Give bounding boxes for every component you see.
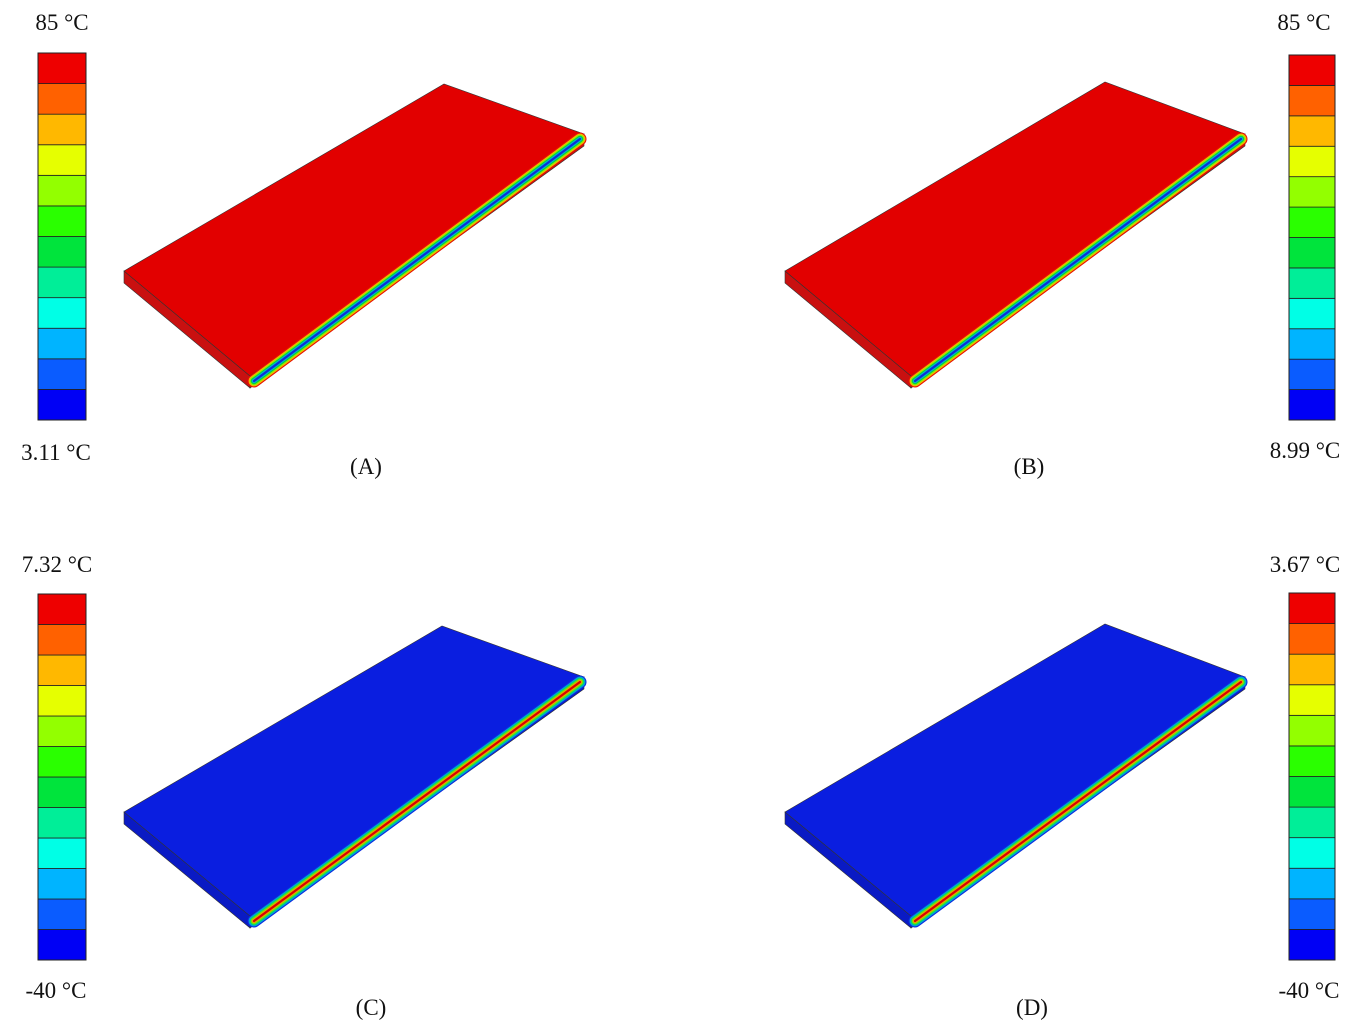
legend-swatch <box>37 174 87 207</box>
legend-frame <box>1288 54 1336 421</box>
legend-swatch <box>37 266 87 299</box>
legend-swatch <box>37 205 87 237</box>
legend-swatch <box>37 624 87 656</box>
panel-a: 85 °C 3.11 °C (A) <box>21 10 587 479</box>
channel-contour-band <box>913 680 1243 923</box>
legend-swatch <box>37 389 87 421</box>
legend-frame <box>1288 592 1336 961</box>
legend-swatch <box>37 715 87 747</box>
legend-swatch <box>37 358 87 390</box>
legend-swatch <box>1288 653 1336 686</box>
panel-b: 85 °C 8.99 °C (B) <box>784 10 1341 479</box>
legend-swatch <box>1288 115 1336 147</box>
legend-swatch <box>37 327 87 360</box>
legend-swatch <box>37 297 87 329</box>
legend-swatch <box>1288 623 1336 655</box>
legend-swatch <box>1288 267 1336 299</box>
panel-d: 3.67 °C -40 °C (D) <box>784 552 1341 1020</box>
legend-swatch <box>37 654 87 686</box>
legend-swatch <box>1288 806 1336 839</box>
legend-swatch <box>1288 389 1336 421</box>
legend-max-label: 3.67 °C <box>1270 552 1341 577</box>
legend-swatch <box>37 113 87 146</box>
channel-contour-band <box>913 137 1243 383</box>
legend-swatch <box>1288 54 1336 86</box>
channel-contour-band <box>252 680 582 923</box>
legend-frame <box>37 52 87 421</box>
slab-model <box>123 83 587 389</box>
legend-swatch <box>37 807 87 839</box>
legend-swatch <box>1288 297 1336 330</box>
legend-min-label: -40 °C <box>1279 978 1340 1003</box>
legend-swatch <box>1288 898 1336 930</box>
legend-max-label: 7.32 °C <box>22 552 93 577</box>
legend-min-label: 3.11 °C <box>21 440 91 465</box>
legend-swatch <box>1288 176 1336 208</box>
panel-caption: (A) <box>350 454 382 479</box>
legend-swatch <box>37 144 87 176</box>
legend-swatch <box>37 868 87 900</box>
legend-swatch <box>1288 328 1336 360</box>
legend-swatch <box>37 776 87 808</box>
legend-min-label: 8.99 °C <box>1270 438 1341 463</box>
slab-model <box>784 623 1248 929</box>
color-legend <box>1288 54 1336 421</box>
legend-swatch <box>1288 867 1336 900</box>
legend-swatch <box>37 929 87 961</box>
panel-c: 7.32 °C -40 °C (C) <box>22 552 587 1020</box>
legend-min-label: -40 °C <box>26 978 87 1003</box>
legend-swatch <box>1288 714 1336 747</box>
legend-swatch <box>1288 684 1336 716</box>
color-legend <box>37 52 87 421</box>
legend-max-label: 85 °C <box>1277 10 1330 35</box>
slab-model <box>784 81 1248 389</box>
legend-swatch <box>1288 237 1336 269</box>
legend-swatch <box>37 593 87 625</box>
legend-swatch <box>37 52 87 84</box>
legend-swatch <box>1288 776 1336 808</box>
legend-swatch <box>1288 85 1336 117</box>
legend-swatch <box>37 837 87 869</box>
legend-swatch <box>1288 929 1336 961</box>
channel-contour-band <box>252 137 582 383</box>
slab-model <box>123 625 587 929</box>
legend-swatch <box>37 685 87 717</box>
panel-caption: (D) <box>1016 995 1048 1020</box>
legend-swatch <box>37 83 87 115</box>
panel-caption: (B) <box>1014 454 1045 479</box>
legend-swatch <box>1288 206 1336 238</box>
color-legend <box>37 593 87 961</box>
legend-swatch <box>1288 145 1336 178</box>
legend-swatch <box>37 746 87 778</box>
legend-swatch <box>1288 745 1336 777</box>
legend-swatch <box>1288 592 1336 624</box>
legend-max-label: 85 °C <box>35 10 88 35</box>
color-legend <box>1288 592 1336 961</box>
legend-swatch <box>37 898 87 930</box>
legend-frame <box>37 593 87 961</box>
legend-swatch <box>1288 837 1336 869</box>
legend-swatch <box>1288 358 1336 390</box>
legend-swatch <box>37 236 87 268</box>
panel-caption: (C) <box>356 995 387 1020</box>
